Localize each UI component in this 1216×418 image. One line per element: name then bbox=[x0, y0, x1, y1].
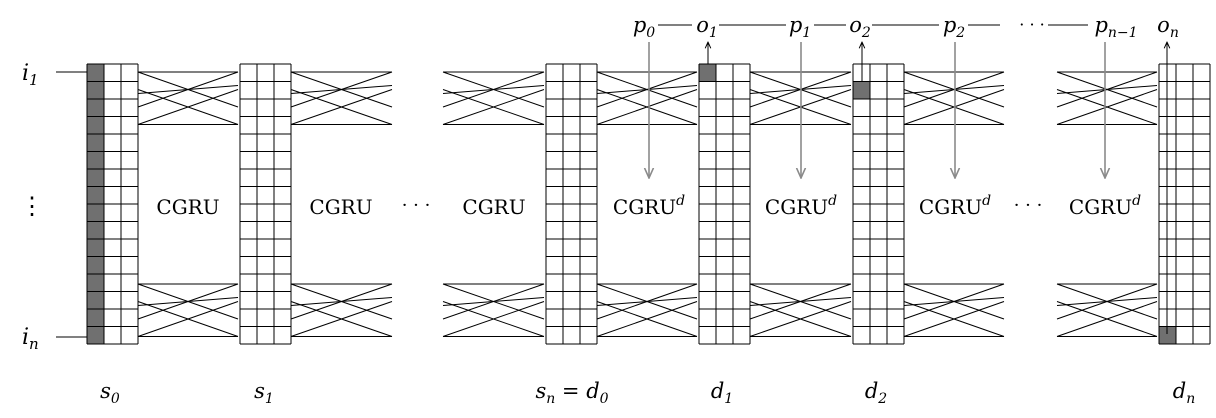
decoder-block-label-3: CGRUd bbox=[919, 193, 991, 219]
wire bbox=[137, 297, 239, 306]
arrows bbox=[649, 24, 1167, 334]
labels: i1 in ⋮ CGRU CGRU · · · CGRU CGRUd CGRUd… bbox=[20, 13, 1195, 407]
wire bbox=[290, 301, 393, 337]
decoder-block-label-1: CGRUd bbox=[613, 193, 685, 219]
state-grid-d2 bbox=[852, 63, 905, 345]
cross-connections bbox=[56, 71, 1158, 338]
connection-bundle bbox=[903, 71, 1005, 125]
chain-o2: o2 bbox=[849, 13, 871, 41]
wire bbox=[137, 89, 239, 125]
connection-bundle bbox=[442, 71, 545, 125]
state-grid-sn-d0 bbox=[545, 63, 598, 345]
filled-cell bbox=[1159, 326, 1176, 344]
input-last-label: in bbox=[22, 325, 39, 353]
connection-bundle bbox=[1056, 71, 1158, 125]
wire bbox=[442, 89, 545, 125]
wire bbox=[290, 85, 393, 94]
chain-on: on bbox=[1157, 13, 1179, 41]
wire bbox=[137, 85, 239, 94]
state-grid-s1 bbox=[239, 63, 292, 345]
chain-pn-1: pn−1 bbox=[1094, 13, 1137, 41]
encoder-block-label-1: CGRU bbox=[156, 195, 219, 219]
wire bbox=[137, 301, 239, 337]
wire bbox=[290, 297, 393, 306]
decoder-block-label-2: CGRUd bbox=[765, 193, 837, 219]
wire bbox=[1056, 297, 1158, 306]
state-label-sn-d0: sn = d0 bbox=[535, 379, 608, 407]
encoder-block-label-2: CGRU bbox=[309, 195, 372, 219]
wire bbox=[903, 89, 1005, 125]
wire bbox=[442, 297, 545, 306]
wire bbox=[749, 301, 852, 337]
wire bbox=[596, 89, 698, 125]
wire bbox=[290, 89, 393, 125]
wire bbox=[903, 85, 1005, 94]
encoder-ellipsis: · · · bbox=[402, 195, 431, 216]
wire bbox=[442, 301, 545, 337]
filled-cell bbox=[699, 64, 716, 82]
wire bbox=[442, 85, 545, 94]
connection-bundle bbox=[290, 283, 393, 337]
chain-o1: o1 bbox=[696, 13, 718, 41]
wire bbox=[596, 297, 698, 306]
chain-ellipsis: · · · bbox=[1019, 15, 1044, 34]
wire bbox=[596, 85, 698, 94]
wire bbox=[1056, 85, 1158, 94]
wire bbox=[596, 301, 698, 337]
state-label-d2: d2 bbox=[865, 379, 887, 407]
connection-bundle bbox=[442, 283, 545, 337]
state-label-s0: s0 bbox=[100, 379, 120, 407]
input-ellipsis: ⋮ bbox=[20, 192, 44, 220]
wire bbox=[749, 297, 852, 306]
wire bbox=[1056, 89, 1158, 125]
filled-cell bbox=[853, 81, 870, 99]
state-grid-d1 bbox=[698, 63, 751, 345]
chain-p1: p1 bbox=[789, 13, 811, 41]
state-label-dn: dn bbox=[1173, 379, 1195, 407]
decoder-block-label-4: CGRUd bbox=[1069, 193, 1141, 219]
connection-bundle bbox=[596, 283, 698, 337]
state-label-d1: d1 bbox=[711, 379, 733, 407]
state-label-s1: s1 bbox=[254, 379, 274, 407]
connection-bundle bbox=[749, 283, 852, 337]
encoder-block-label-3: CGRU bbox=[462, 195, 525, 219]
input-first-label: i1 bbox=[22, 61, 39, 89]
wire bbox=[1056, 301, 1158, 337]
wire bbox=[903, 301, 1005, 337]
chain-p2: p2 bbox=[943, 13, 965, 41]
chain-p0: p0 bbox=[633, 13, 655, 41]
state-grids bbox=[86, 63, 1211, 345]
connection-bundle bbox=[903, 283, 1005, 337]
state-grid-s0 bbox=[86, 63, 139, 345]
decoder-ellipsis: · · · bbox=[1014, 195, 1043, 216]
wire bbox=[903, 297, 1005, 306]
connection-bundle bbox=[137, 283, 239, 337]
connection-bundle bbox=[137, 71, 239, 125]
connection-bundle bbox=[1056, 283, 1158, 337]
connection-bundle bbox=[596, 71, 698, 125]
state-grid-dn bbox=[1158, 63, 1211, 345]
connection-bundle bbox=[290, 71, 393, 125]
